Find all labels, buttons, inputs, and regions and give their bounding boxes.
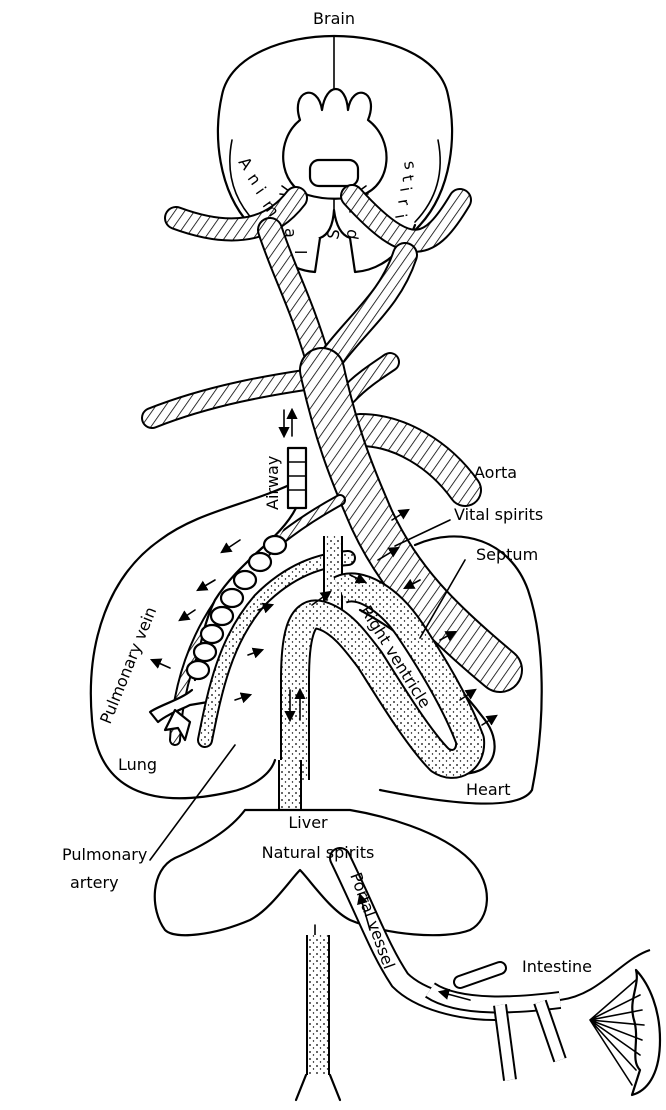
label-brain: Brain [313,9,355,28]
label-pulmonary-artery-2: artery [70,873,119,892]
label-intestine: Intestine [522,957,592,976]
label-aorta: Aorta [474,463,517,482]
svg-text:a: a [281,228,300,238]
label-pulmonary-vein: Pulmonary vein [96,604,160,726]
label-natural-spirits: Natural spirits [262,843,375,862]
label-vital-spirits: Vital spirits [454,505,543,524]
intestine [590,970,660,1095]
label-lung: Lung [118,755,157,774]
label-airway: Airway [263,456,282,510]
label-septum: Septum [476,545,538,564]
label-pulmonary-artery-1: Pulmonary [62,845,147,864]
label-heart: Heart [466,780,511,799]
svg-text:l: l [291,250,310,254]
label-liver: Liver [288,813,328,832]
